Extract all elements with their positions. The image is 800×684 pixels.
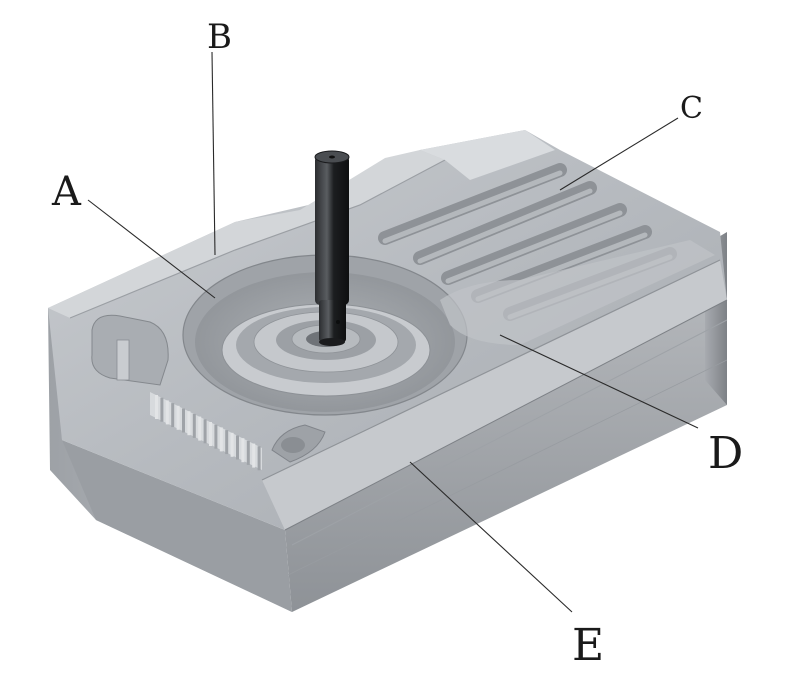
front-slot bbox=[271, 424, 326, 463]
fin bbox=[241, 438, 245, 463]
leader-e bbox=[409, 461, 573, 613]
fin bbox=[187, 411, 191, 436]
leader-lines bbox=[87, 51, 699, 613]
fin bbox=[155, 395, 158, 419]
block-front-face bbox=[285, 300, 727, 612]
fin bbox=[176, 405, 180, 430]
slot-floor bbox=[445, 210, 623, 284]
slot-floor bbox=[382, 170, 563, 244]
leader-b bbox=[211, 51, 216, 256]
end-mill-tool bbox=[314, 150, 350, 346]
fin bbox=[165, 400, 169, 425]
large-pocket-floor bbox=[440, 240, 715, 345]
callout-label-a: A bbox=[51, 169, 82, 215]
fin bbox=[219, 427, 223, 452]
fin bbox=[171, 403, 175, 428]
fin bbox=[203, 419, 207, 444]
left-pocket bbox=[91, 314, 169, 386]
fin bbox=[230, 432, 234, 457]
fin bbox=[252, 443, 256, 468]
fin bbox=[192, 413, 196, 438]
slot bbox=[441, 203, 627, 285]
fin bbox=[198, 416, 202, 441]
fin bbox=[160, 397, 164, 422]
cooling-fins bbox=[150, 392, 262, 471]
fin bbox=[225, 430, 229, 455]
fin bbox=[236, 435, 239, 460]
callout-label-e: E bbox=[572, 620, 604, 671]
fin bbox=[182, 408, 185, 433]
slot bbox=[413, 181, 597, 265]
fin bbox=[209, 422, 212, 446]
fin bbox=[257, 446, 261, 471]
leader-c bbox=[559, 117, 679, 191]
callout-label-c: C bbox=[680, 91, 703, 126]
fin bbox=[246, 440, 250, 465]
slot bbox=[378, 163, 567, 245]
fin bbox=[214, 424, 218, 449]
slot-floor bbox=[417, 188, 593, 264]
leader-d bbox=[499, 334, 699, 429]
leader-a bbox=[87, 199, 216, 299]
callout-label-d: D bbox=[708, 428, 743, 479]
callout-label-b: B bbox=[207, 17, 232, 57]
